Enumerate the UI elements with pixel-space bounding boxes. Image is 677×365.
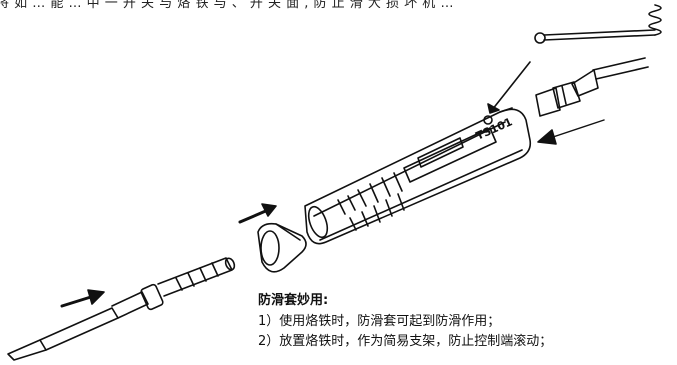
coiled-cable-icon (534, 4, 662, 44)
anti-slip-sleeve-icon (257, 222, 307, 273)
iron-body-icon (304, 107, 532, 245)
dc-plug-icon (535, 57, 649, 117)
usage-item-2: 2）放置烙铁时，作为简易支架，防止控制端滚动； (258, 334, 553, 349)
pointer-arrow-icon (487, 61, 531, 114)
usage-item-1: 1）使用烙铁时，防滑套可起到防滑作用； (258, 314, 501, 329)
usage-title: 防滑套妙用: (258, 293, 329, 308)
sleeve-arrow-icon (238, 203, 277, 224)
top-cut-caption: 将 如 … 能 … 中 一 开 关 与 烙 铁 与 、 开 关 面 , 防 止 … (0, 0, 454, 11)
soldering-tip-icon (7, 257, 236, 361)
tip-arrow-icon (60, 289, 105, 308)
insert-arrow-icon (537, 119, 605, 145)
usage-notes: 防滑套妙用: 1）使用烙铁时，防滑套可起到防滑作用； 2）放置烙铁时，作为简易支… (258, 289, 552, 352)
